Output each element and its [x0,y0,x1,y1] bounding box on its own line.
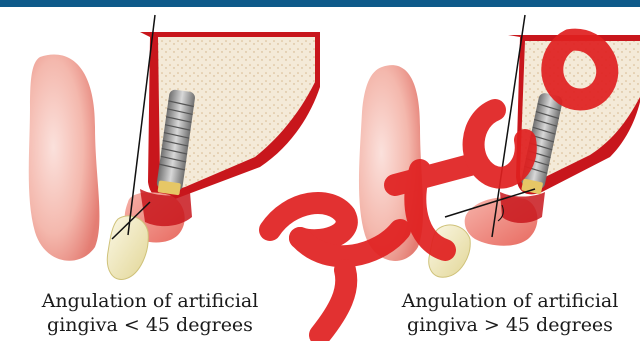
caption-right: Angulation of artificial gingiva > 45 de… [380,289,640,337]
caption-right-line2: gingiva > 45 degrees [380,313,640,337]
dental-illustration-left [0,7,320,287]
lip-shape [29,55,100,261]
lip-shape [359,65,423,261]
caption-left-line1: Angulation of artificial [0,289,300,313]
caption-left: Angulation of artificial gingiva < 45 de… [0,289,300,337]
dental-illustration-right [320,7,640,287]
tooth-crown [429,225,470,277]
tooth-crown [107,216,148,280]
gum-red-ridge [500,192,545,223]
panel-angulation-greater-45: Angulation of artificial gingiva > 45 de… [320,7,640,341]
header-bar [0,0,640,7]
caption-right-line1: Angulation of artificial [380,289,640,313]
panel-angulation-less-45: Angulation of artificial gingiva < 45 de… [0,7,320,341]
caption-left-line2: gingiva < 45 degrees [0,313,300,337]
